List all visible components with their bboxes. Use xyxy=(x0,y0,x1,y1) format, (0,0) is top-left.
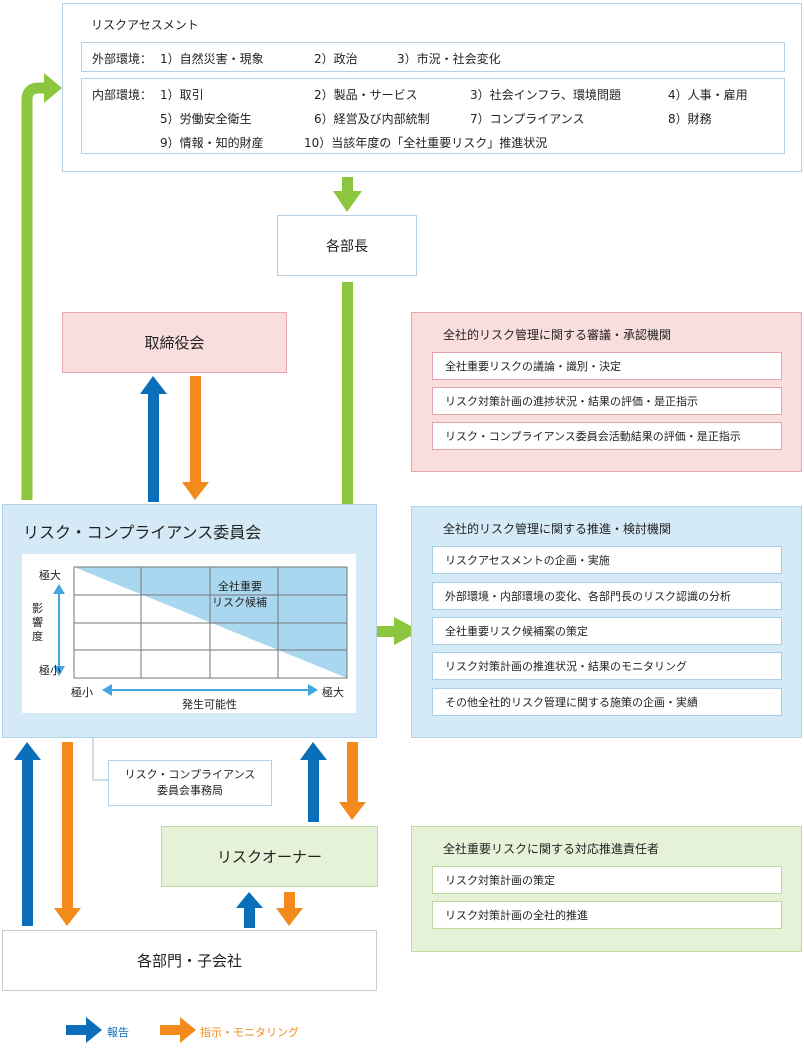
department-heads-box: 各部長 xyxy=(277,215,417,276)
impact-max-label: 極大 xyxy=(39,569,61,582)
legend-report-label: 報告 xyxy=(107,1026,129,1039)
committee-secretariat-box: リスク・コンプライアンス 委員会事務局 xyxy=(108,760,272,806)
approval-item: リスク対策計画の進捗状況・結果の評価・是正指示 xyxy=(432,387,782,415)
risk-matrix: 極大 影響度 極小 極小 発生可能性 極大 全社重要 リスク候補 xyxy=(22,554,356,713)
risk-matrix-grid xyxy=(53,566,348,696)
risk-candidate-label-line2: リスク候補 xyxy=(212,596,267,609)
promotion-item: 外部環境・内部環境の変化、各部門長のリスク認識の分析 xyxy=(432,582,782,610)
risk-assessment-panel: リスクアセスメント 外部環境： 1）自然災害・現象 2）政治 3）市況・社会変化… xyxy=(62,3,802,172)
owner-item: リスク対策計画の全社的推進 xyxy=(432,901,782,929)
blue-arrow-report-divisions-owner-shaft xyxy=(244,906,255,928)
green-arrowhead-panel xyxy=(394,617,420,645)
secretariat-line1: リスク・コンプライアンス xyxy=(124,768,256,781)
blue-arrowhead-board xyxy=(140,376,167,394)
external-label: 外部環境： xyxy=(92,52,153,66)
green-arrowhead-assessment xyxy=(44,73,62,103)
legend-blue-shaft xyxy=(66,1025,88,1035)
secretariat-connector xyxy=(92,738,108,781)
promotion-item: リスクアセスメントの企画・実施 xyxy=(432,546,782,574)
risk-owner-box: リスクオーナー xyxy=(161,826,378,887)
external-item: 3）市況・社会変化 xyxy=(397,52,501,66)
blue-arrowhead-committee-left xyxy=(14,742,41,760)
green-arrow-committee-to-assessment xyxy=(21,82,46,500)
internal-item: 1）取引 xyxy=(160,88,204,102)
orange-arrow-instruction-committee-shaft xyxy=(190,376,201,484)
external-environment-box: 外部環境： 1）自然災害・現象 2）政治 3）市況・社会変化 xyxy=(81,42,785,72)
internal-item: 10）当該年度の「全社重要リスク」推進状況 xyxy=(304,136,548,150)
green-arrow-heads-to-committee-shaft xyxy=(342,282,353,532)
owner-panel-title: 全社重要リスクに関する対応推進責任者 xyxy=(443,842,660,856)
blue-arrowhead-owner xyxy=(236,892,263,908)
probability-min-label: 極小 xyxy=(71,686,93,699)
promotion-item: 全社重要リスク候補案の策定 xyxy=(432,617,782,645)
internal-item: 8）財務 xyxy=(668,112,712,126)
legend-orange-shaft xyxy=(160,1025,182,1035)
promotion-panel-title: 全社的リスク管理に関する推進・検討機関 xyxy=(443,522,672,536)
orange-arrow-instruction-divisions-shaft xyxy=(62,742,73,910)
legend-orange-head xyxy=(180,1017,196,1043)
legend-instruction-label: 指示・モニタリング xyxy=(200,1026,299,1039)
internal-environment-box: 内部環境： 1）取引 2）製品・サービス 3）社会インフラ、環境問題 4）人事・… xyxy=(81,78,785,154)
green-arrowhead-heads xyxy=(333,191,362,212)
blue-arrow-report-divisions-shaft xyxy=(22,758,33,926)
blue-arrow-report-board-shaft xyxy=(148,392,159,502)
internal-label: 内部環境： xyxy=(92,88,153,102)
orange-arrow-instruction-owner-shaft xyxy=(347,742,358,804)
probability-max-label: 極大 xyxy=(322,686,344,699)
blue-arrowhead-committee-right xyxy=(300,742,327,760)
green-arrow-committee-to-panel-shaft xyxy=(360,626,396,637)
impact-axis-label: 影響度 xyxy=(32,602,43,643)
internal-item: 5）労働安全衛生 xyxy=(160,112,252,126)
approval-panel-title: 全社的リスク管理に関する審議・承認機関 xyxy=(443,328,672,342)
internal-item: 6）経営及び内部統制 xyxy=(314,112,430,126)
internal-item: 9）情報・知的財産 xyxy=(160,136,264,150)
risk-candidate-label-line1: 全社重要 xyxy=(218,580,262,593)
probability-axis-label: 発生可能性 xyxy=(182,698,237,711)
committee-title: リスク・コンプライアンス委員会 xyxy=(23,523,262,542)
internal-item: 2）製品・サービス xyxy=(314,88,418,102)
blue-arrow-report-owner-shaft xyxy=(308,758,319,822)
internal-item: 4）人事・雇用 xyxy=(668,88,748,102)
divisions-subsidiaries-box: 各部門・子会社 xyxy=(2,930,377,991)
internal-item: 3）社会インフラ、環境問題 xyxy=(470,88,622,102)
promotion-item: リスク対策計画の推進状況・結果のモニタリング xyxy=(432,652,782,680)
secretariat-line2: 委員会事務局 xyxy=(157,784,223,797)
orange-arrowhead-owner xyxy=(339,802,366,820)
approval-item: リスク・コンプライアンス委員会活動結果の評価・是正指示 xyxy=(432,422,782,450)
promotion-item: その他全社的リスク管理に関する施策の企画・実績 xyxy=(432,688,782,716)
orange-arrowhead-divisions-left xyxy=(54,908,81,926)
external-item: 2）政治 xyxy=(314,52,358,66)
internal-item: 7）コンプライアンス xyxy=(470,112,585,126)
legend-blue-head xyxy=(86,1017,102,1043)
orange-arrowhead-divisions-owner xyxy=(276,908,303,926)
green-arrow-assessment-to-heads-shaft xyxy=(342,177,353,193)
external-item: 1）自然災害・現象 xyxy=(160,52,264,66)
risk-assessment-title: リスクアセスメント xyxy=(91,18,199,32)
orange-arrowhead-committee xyxy=(182,482,209,500)
owner-item: リスク対策計画の策定 xyxy=(432,866,782,894)
board-of-directors-box: 取締役会 xyxy=(62,312,287,373)
impact-min-label: 極小 xyxy=(39,664,61,677)
orange-arrow-instruction-owner-divisions-shaft xyxy=(284,892,295,910)
approval-item: 全社重要リスクの議論・識別・決定 xyxy=(432,352,782,380)
